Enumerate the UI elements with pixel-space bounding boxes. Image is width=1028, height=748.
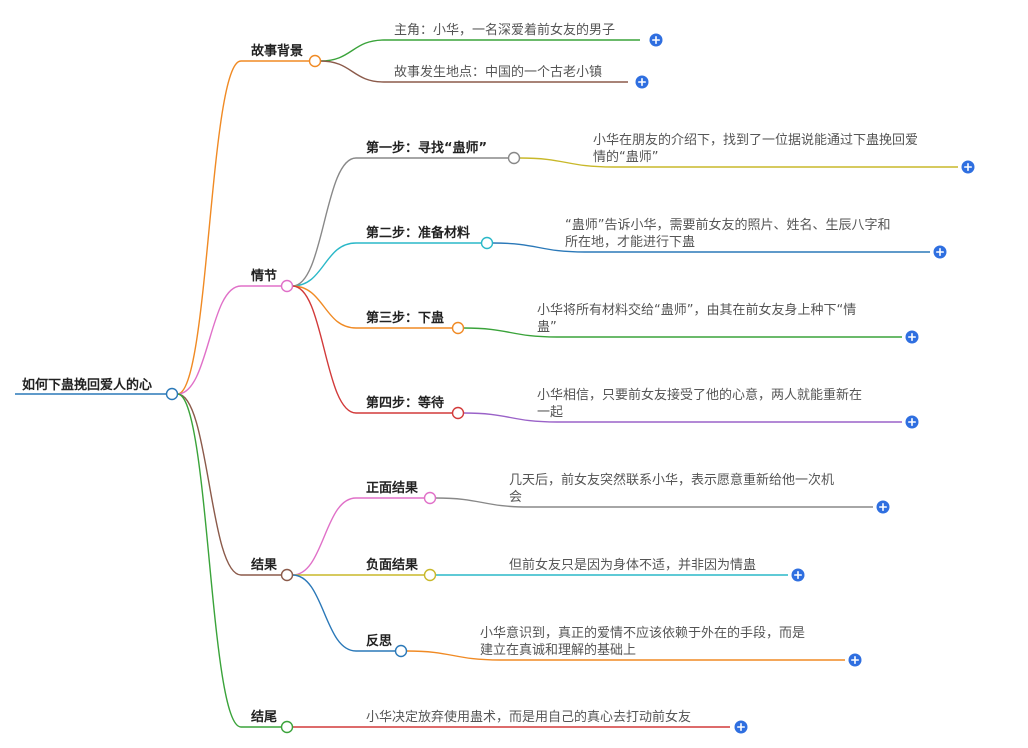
- branch-topic-result[interactable]: 结果: [251, 557, 277, 573]
- expand-plus-icon-bg-2[interactable]: [635, 75, 649, 89]
- leaf-text-step-2: 所在地，才能进行下蛊: [565, 235, 695, 250]
- subtopic-collapse-icon-step-2[interactable]: [480, 236, 494, 250]
- leaf-text-step-1: 情的“蛊师”: [593, 149, 658, 165]
- subtopic-step-4[interactable]: 第四步：等待: [366, 395, 444, 411]
- branch-connector-plot: [177, 285, 242, 395]
- branch-collapse-icon-plot[interactable]: [280, 279, 294, 293]
- leaf-text-step-3: 蛊”: [537, 320, 557, 335]
- branch-connector-result: [177, 393, 242, 576]
- leaf-connector-positive: [435, 497, 530, 508]
- leaf-text-bg-1: 主角：小华，一名深爱着前女友的男子: [394, 22, 615, 38]
- leaf-text-step-4: 一起: [537, 405, 563, 420]
- subtopic-negative[interactable]: 负面结果: [366, 557, 418, 573]
- expand-plus-icon-step-1[interactable]: [961, 160, 975, 174]
- root-topic[interactable]: 如何下蛊挽回爱人的心: [22, 377, 152, 393]
- leaf-connector-step-3: [463, 327, 558, 338]
- subtopic-positive[interactable]: 正面结果: [366, 480, 418, 496]
- leaf-text-step-3: 小华将所有材料交给“蛊师”，由其在前女友身上种下“情: [537, 302, 856, 318]
- expand-plus-icon-bg-1[interactable]: [649, 33, 663, 47]
- expand-plus-icon-reflection[interactable]: [848, 653, 862, 667]
- subtopic-reflection[interactable]: 反思: [366, 633, 392, 649]
- mind-map-nodes: 如何下蛊挽回爱人的心 故事背景 主角：小华，一名深爱着前女友的男子故事发生地点：中国…: [22, 22, 975, 734]
- leaf-text-step-2: “蛊师”告诉小华，需要前女友的照片、姓名、生辰八字和: [565, 217, 890, 233]
- leaf-connector-bg-2: [320, 60, 385, 83]
- subtopic-collapse-icon-step-4[interactable]: [451, 406, 465, 420]
- leaf-connector-reflection: [406, 650, 501, 661]
- branch-collapse-icon-ending[interactable]: [280, 720, 294, 734]
- branch-topic-plot[interactable]: 情节: [251, 268, 277, 284]
- connector-lines: [15, 39, 958, 728]
- subtopic-connector-step-3: [292, 285, 357, 329]
- expand-plus-icon-positive[interactable]: [876, 500, 890, 514]
- branch-collapse-icon-result[interactable]: [280, 568, 294, 582]
- subtopic-collapse-icon-step-1[interactable]: [507, 151, 521, 165]
- subtopic-collapse-icon-negative[interactable]: [423, 568, 437, 582]
- branch-connector-background: [177, 60, 242, 395]
- subtopic-connector-step-1: [292, 157, 357, 287]
- branch-topic-background[interactable]: 故事背景: [251, 43, 303, 59]
- subtopic-connector-reflection: [292, 574, 357, 652]
- expand-plus-icon-negative[interactable]: [791, 568, 805, 582]
- branch-collapse-icon-background[interactable]: [308, 54, 322, 68]
- leaf-connector-step-1: [519, 157, 614, 168]
- subtopic-step-2[interactable]: 第二步：准备材料: [366, 225, 470, 241]
- subtopic-connector-step-4: [292, 285, 357, 414]
- leaf-text-step-1: 小华在朋友的介绍下，找到了一位据说能通过下蛊挽回爱: [593, 132, 918, 148]
- subtopic-collapse-icon-step-3[interactable]: [451, 321, 465, 335]
- leaf-text-positive: 几天后，前女友突然联系小华，表示愿意重新给他一次机: [509, 472, 834, 488]
- leaf-text-reflection: 建立在真诚和理解的基础上: [480, 642, 636, 658]
- branch-topic-ending[interactable]: 结尾: [251, 709, 277, 725]
- leaf-text-step-4: 小华相信，只要前女友接受了他的心意，两人就能重新在: [537, 387, 862, 403]
- leaf-text-reflection: 小华意识到，真正的爱情不应该依赖于外在的手段，而是: [480, 625, 805, 641]
- root-collapse-icon[interactable]: [165, 387, 179, 401]
- expand-plus-icon-step-2[interactable]: [933, 245, 947, 259]
- branch-connector-ending: [177, 393, 242, 728]
- leaf-text-positive: 会: [509, 490, 522, 505]
- leaf-connector-step-2: [492, 242, 586, 253]
- leaf-text-negative: 但前女友只是因为身体不适，并非因为情蛊: [509, 557, 756, 573]
- expand-plus-icon-step-3[interactable]: [905, 330, 919, 344]
- subtopic-collapse-icon-reflection[interactable]: [394, 644, 408, 658]
- subtopic-connector-step-2: [292, 242, 357, 287]
- leaf-connector-step-4: [463, 412, 558, 423]
- subtopic-collapse-icon-positive[interactable]: [423, 491, 437, 505]
- expand-plus-icon-end-1[interactable]: [734, 720, 748, 734]
- subtopic-connector-positive: [292, 497, 357, 576]
- expand-plus-icon-step-4[interactable]: [905, 415, 919, 429]
- subtopic-step-1[interactable]: 第一步：寻找“蛊师”: [366, 140, 487, 156]
- leaf-connector-bg-1: [320, 39, 385, 62]
- subtopic-step-3[interactable]: 第三步：下蛊: [366, 310, 444, 326]
- leaf-text-end-1: 小华决定放弃使用蛊术，而是用自己的真心去打动前女友: [366, 709, 691, 725]
- leaf-text-bg-2: 故事发生地点：中国的一个古老小镇: [394, 64, 602, 80]
